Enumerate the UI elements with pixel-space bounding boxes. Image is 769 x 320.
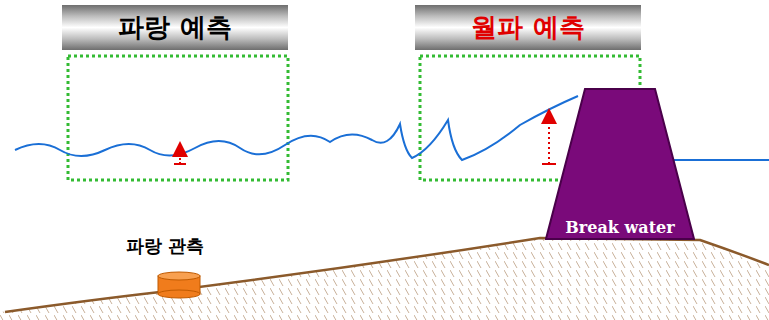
wave-height-arrow [174,149,186,164]
structure-label: Break water [565,218,674,240]
wave-line [15,96,578,160]
seabed-line [5,238,769,312]
breakwater: Break water [545,88,695,240]
wave-gauge [158,272,200,298]
title-bar: 파랑 예측 [62,5,288,50]
gauge-label: 파랑 관측 [126,234,204,258]
breakwater-shape [545,88,695,240]
wave-region [68,56,288,180]
title-text: 파랑 예측 [118,10,231,45]
title-text: 월파 예측 [471,10,584,45]
runup-height-arrow [542,116,556,164]
seabed-hatch [0,238,769,320]
title-bar: 월파 예측 [415,5,641,50]
